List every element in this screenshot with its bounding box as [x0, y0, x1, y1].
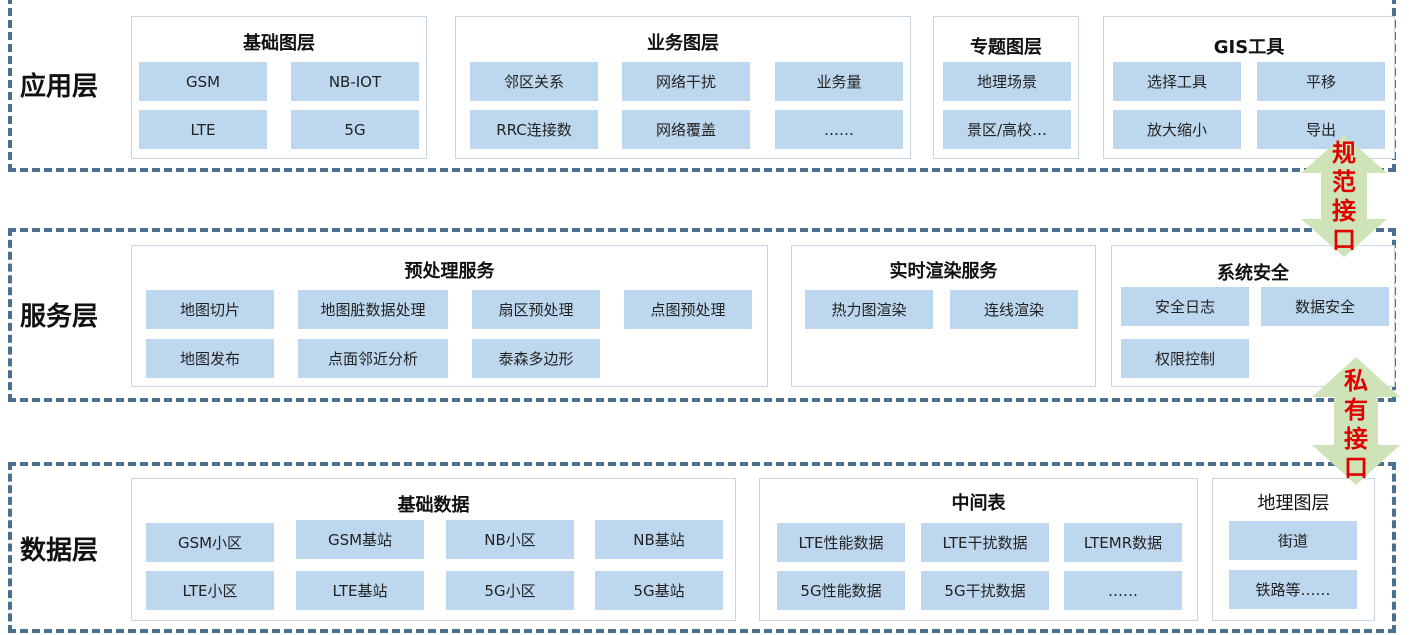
data-layer-title: 数据层 — [20, 536, 99, 566]
cell-proximity-analysis[interactable]: 点面邻近分析 — [298, 339, 448, 378]
cell-nb-station[interactable]: NB基站 — [595, 520, 723, 559]
cell-scenic-campus[interactable]: 景区/高校… — [943, 110, 1071, 149]
base-data-panel: 基础数据 GSM小区 GSM基站 NB小区 NB基站 LTE小区 LTE基站 5… — [131, 478, 736, 621]
cell-network-coverage[interactable]: 网络覆盖 — [622, 110, 750, 149]
arrow-char: 私 — [1344, 366, 1368, 395]
panel-title: GIS工具 — [1213, 37, 1285, 58]
cell-traffic-volume[interactable]: 业务量 — [775, 62, 903, 101]
cell-lte[interactable]: LTE — [139, 110, 267, 149]
panel-title: 实时渲染服务 — [889, 261, 998, 282]
cell-lte-interference[interactable]: LTE干扰数据 — [921, 523, 1049, 562]
panel-title: 中间表 — [951, 493, 1006, 514]
intermediate-table-panel: 中间表 LTE性能数据 LTE干扰数据 LTEMR数据 5G性能数据 5G干扰数… — [759, 478, 1198, 621]
data-layer — [8, 462, 1396, 633]
basic-layers-panel: 基础图层 GSM NB-IOT LTE 5G — [131, 16, 427, 159]
cell-export[interactable]: 导出 — [1257, 110, 1385, 149]
gis-tools-panel: GIS工具 选择工具 平移 放大缩小 导出 — [1103, 16, 1395, 159]
cell-5g-station[interactable]: 5G基站 — [595, 571, 723, 610]
cell-nb-iot[interactable]: NB-IOT — [291, 62, 419, 101]
cell-lte-cell[interactable]: LTE小区 — [146, 571, 274, 610]
cell-ellipsis[interactable]: …… — [775, 110, 903, 149]
panel-title: 预处理服务 — [404, 261, 495, 282]
cell-data-security[interactable]: 数据安全 — [1261, 287, 1389, 326]
cell-access-control[interactable]: 权限控制 — [1121, 339, 1249, 378]
cell-zoom[interactable]: 放大缩小 — [1113, 110, 1241, 149]
application-layer-title: 应用层 — [20, 72, 99, 102]
cell-5g-cell[interactable]: 5G小区 — [446, 571, 574, 610]
cell-voronoi[interactable]: 泰森多边形 — [472, 339, 600, 378]
panel-title: 基础数据 — [397, 495, 470, 516]
cell-map-tiling[interactable]: 地图切片 — [146, 290, 274, 329]
cell-sector-preprocess[interactable]: 扇区预处理 — [472, 290, 600, 329]
cell-lte-perf[interactable]: LTE性能数据 — [777, 523, 905, 562]
arrow-char: 口 — [1344, 453, 1368, 482]
cell-ellipsis[interactable]: …… — [1064, 571, 1182, 610]
thematic-layers-panel: 专题图层 地理场景 景区/高校… — [933, 16, 1079, 159]
service-layer-title: 服务层 — [20, 302, 99, 332]
cell-railways[interactable]: 铁路等…… — [1229, 570, 1357, 609]
cell-line-render[interactable]: 连线渲染 — [950, 290, 1078, 329]
cell-security-log[interactable]: 安全日志 — [1121, 287, 1249, 326]
cell-gsm[interactable]: GSM — [139, 62, 267, 101]
arrow-char: 范 — [1332, 167, 1356, 196]
cell-5g-interference[interactable]: 5G干扰数据 — [921, 571, 1049, 610]
cell-map-publish[interactable]: 地图发布 — [146, 339, 274, 378]
panel-title: 系统安全 — [1217, 263, 1289, 284]
arrow-char: 有 — [1344, 395, 1368, 424]
cell-pan[interactable]: 平移 — [1257, 62, 1385, 101]
business-layers-panel: 业务图层 邻区关系 网络干扰 业务量 RRC连接数 网络覆盖 …… — [455, 16, 911, 159]
panel-title: 专题图层 — [970, 37, 1042, 58]
cell-ltemr[interactable]: LTEMR数据 — [1064, 523, 1182, 562]
cell-neighbor-relation[interactable]: 邻区关系 — [470, 62, 598, 101]
standard-interface-arrow — [1301, 135, 1387, 257]
cell-geo-scene[interactable]: 地理场景 — [943, 62, 1071, 101]
system-security-panel: 系统安全 安全日志 数据安全 权限控制 — [1111, 245, 1395, 387]
panel-title: 业务图层 — [647, 33, 719, 54]
cell-5g[interactable]: 5G — [291, 110, 419, 149]
cell-5g-perf[interactable]: 5G性能数据 — [777, 571, 905, 610]
cell-streets[interactable]: 街道 — [1229, 521, 1357, 560]
cell-network-interference[interactable]: 网络干扰 — [622, 62, 750, 101]
arrow-char: 接 — [1332, 196, 1356, 225]
preprocessing-panel: 预处理服务 地图切片 地图脏数据处理 扇区预处理 点图预处理 地图发布 点面邻近… — [131, 245, 768, 387]
cell-select-tool[interactable]: 选择工具 — [1113, 62, 1241, 101]
cell-heatmap-render[interactable]: 热力图渲染 — [805, 290, 933, 329]
cell-gsm-station[interactable]: GSM基站 — [296, 520, 424, 559]
panel-title: 地理图层 — [1257, 493, 1330, 514]
arrow-char: 接 — [1344, 424, 1368, 453]
private-interface-arrow — [1312, 357, 1400, 485]
arrow-char: 规 — [1332, 138, 1356, 167]
standard-interface-label: 规 范 接 口 — [1328, 138, 1360, 254]
cell-rrc-connections[interactable]: RRC连接数 — [470, 110, 598, 149]
cell-gsm-cell[interactable]: GSM小区 — [146, 523, 274, 562]
cell-point-preprocess[interactable]: 点图预处理 — [624, 290, 752, 329]
panel-title: 基础图层 — [243, 33, 315, 54]
cell-lte-station[interactable]: LTE基站 — [296, 571, 424, 610]
private-interface-label: 私 有 接 口 — [1340, 366, 1372, 482]
arrow-char: 口 — [1332, 225, 1356, 254]
cell-nb-cell[interactable]: NB小区 — [446, 520, 574, 559]
cell-map-dirty-data[interactable]: 地图脏数据处理 — [298, 290, 448, 329]
realtime-render-panel: 实时渲染服务 热力图渲染 连线渲染 — [791, 245, 1096, 387]
geo-layers-panel: 地理图层 街道 铁路等…… — [1212, 478, 1375, 621]
